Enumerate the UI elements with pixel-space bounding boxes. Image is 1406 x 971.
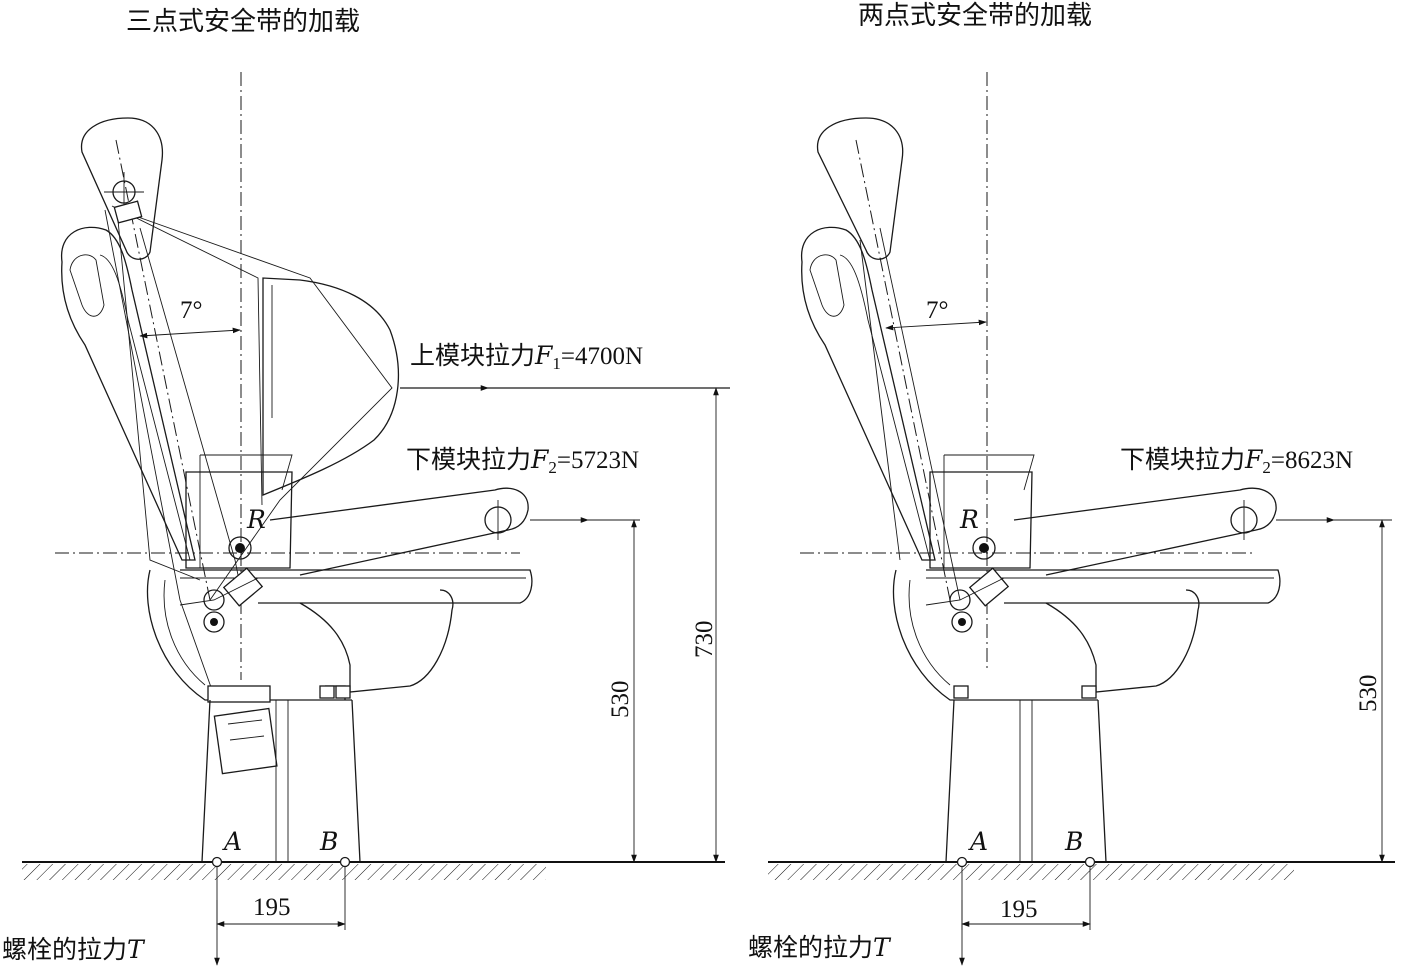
left-seat-drawing: 三点式安全带的加载 R (2, 7, 730, 966)
left-point-a: A (222, 827, 242, 856)
right-bolt-force-label: 螺栓的拉力T (748, 933, 892, 962)
right-title: 两点式安全带的加载 (858, 1, 1092, 31)
left-angle-label: 7° (180, 297, 203, 324)
left-dim-530: 530 (607, 681, 634, 719)
left-point-b: B (319, 827, 338, 856)
right-point-r: R (959, 505, 979, 534)
left-dim-195: 195 (253, 894, 291, 921)
left-dim-730: 730 (691, 621, 718, 659)
left-lower-force-label: 下模块拉力F2=5723N (406, 445, 639, 477)
left-bolt-force-label: 螺栓的拉力T (2, 935, 146, 964)
left-upper-force-label: 上模块拉力F1=4700N (410, 341, 643, 373)
right-lower-force-label: 下模块拉力F2=8623N (1120, 445, 1353, 477)
right-seat-drawing: 两点式安全带的加载 R (748, 1, 1395, 966)
right-point-a: A (968, 827, 988, 856)
left-title: 三点式安全带的加载 (126, 7, 360, 37)
right-dim-195: 195 (1000, 896, 1038, 923)
left-point-r: R (246, 505, 266, 534)
right-angle-label: 7° (926, 297, 949, 324)
right-dim-530: 530 (1355, 675, 1382, 713)
right-point-b: B (1064, 827, 1083, 856)
